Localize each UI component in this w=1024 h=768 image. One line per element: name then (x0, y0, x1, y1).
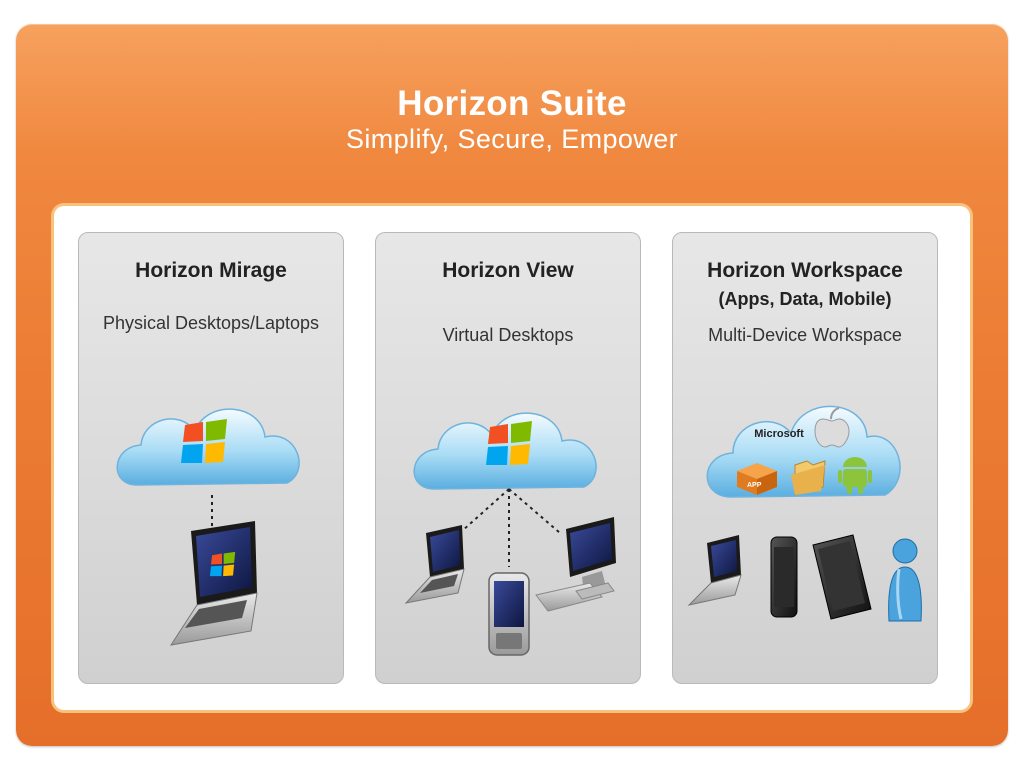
suite-title: Horizon Suite (397, 84, 627, 123)
tablet-icon (812, 534, 872, 620)
panel-title: Horizon Workspace (707, 259, 903, 282)
user-icon (888, 538, 922, 622)
panel-description: Physical Desktops/Laptops (102, 313, 320, 333)
mobile-phone-icon (488, 572, 530, 656)
panel-horizon-mirage: Horizon Mirage Physical Desktops/Laptops (78, 232, 344, 684)
suite-subtitle: Simplify, Secure, Empower (345, 124, 679, 154)
panel-description: Virtual Desktops (442, 325, 574, 345)
panel-title: Horizon View (442, 259, 574, 282)
windows-logo-icon (181, 419, 227, 463)
products-frame: Horizon Mirage Physical Desktops/Laptops (54, 206, 970, 710)
panel-illustration (404, 412, 616, 656)
apple-logo-icon (814, 407, 850, 448)
android-icon (838, 457, 872, 494)
horizon-suite-container: Horizon Suite Simplify, Secure, Empower (16, 24, 1008, 746)
panel-horizon-view: Horizon View Virtual Desktops (375, 232, 641, 684)
laptop-icon (687, 535, 742, 606)
panel-description: Multi-Device Workspace (708, 325, 902, 345)
smartphone-icon (770, 536, 798, 618)
panel-illustration: Microsoft APP (687, 405, 922, 622)
folder-icon (791, 460, 826, 496)
panel-horizon-workspace: Horizon Workspace (Apps, Data, Mobile) M… (672, 232, 938, 684)
app-box-label: APP (747, 482, 762, 489)
panel-subtitle: (Apps, Data, Mobile) (718, 289, 892, 309)
app-box-icon: APP (737, 463, 777, 495)
connection-lines (461, 488, 561, 567)
desktop-monitor-icon (535, 517, 616, 612)
panel-illustration (116, 408, 300, 646)
laptop-icon (404, 525, 465, 604)
windows-logo-icon (486, 421, 532, 465)
microsoft-label: Microsoft (754, 428, 804, 440)
laptop-icon (169, 521, 258, 646)
panel-title: Horizon Mirage (135, 259, 287, 282)
